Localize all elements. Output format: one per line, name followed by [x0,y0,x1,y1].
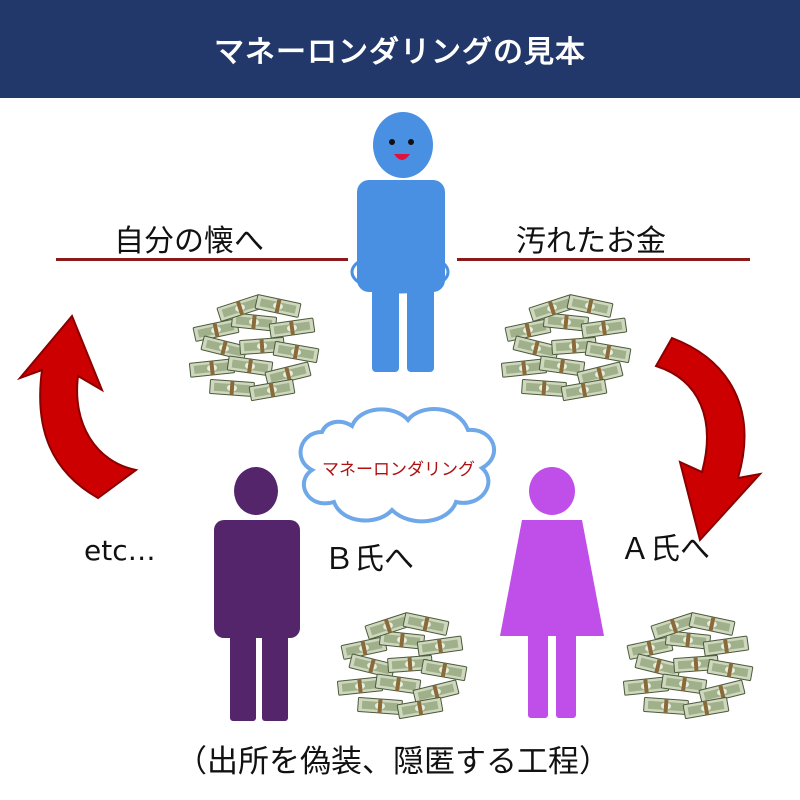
label-etc: etc… [84,534,156,567]
person-b-icon [214,467,300,721]
label-dirty-money: 汚れたお金 [516,224,666,259]
curved-arrow-left-icon [16,314,139,500]
cloud-icon [298,407,496,524]
person-center-icon [350,112,450,372]
money-stack-icon [623,613,752,719]
right-divider-line [457,258,750,261]
money-stack-icon [337,613,466,719]
person-a-icon [500,467,604,718]
cloud-label: マネーロンダリング [322,460,475,480]
label-to-a: Ａ氏へ [620,532,710,567]
curved-arrow-right-icon [654,336,763,543]
left-divider-line [56,258,348,261]
page-title: マネーロンダリングの見本 [214,35,586,70]
money-stack-icon [501,295,630,401]
money-stack-icon [189,295,318,401]
header-bar: マネーロンダリングの見本 [0,0,800,98]
label-to-b: Ｂ氏へ [324,542,414,577]
label-to-self: 自分の懐へ [114,224,264,259]
label-process: （出所を偽装、隠匿する工程） [176,744,610,780]
